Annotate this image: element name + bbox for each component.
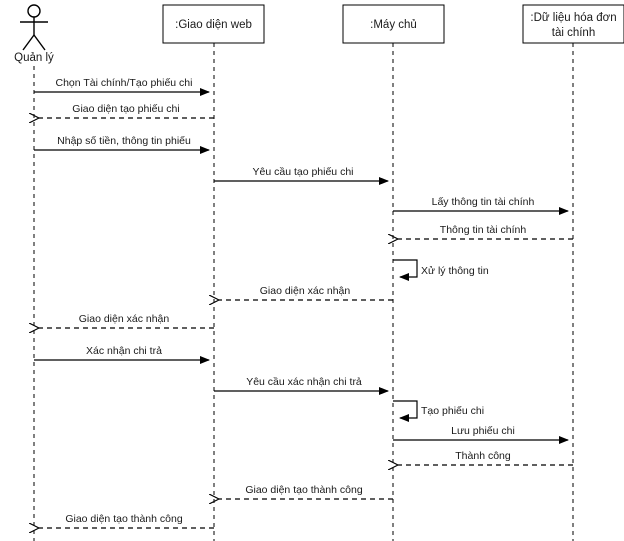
message-thong-tin-tai-chinh[interactable]: Thông tin tài chính [398,224,573,239]
message-xac-nhan-chi-tra[interactable]: Xác nhận chi trả [34,345,210,364]
message-nhap-so-tien-thong-tin-phieu[interactable]: Nhập số tiền, thông tin phiếu [34,135,210,154]
message-label: Giao diện tạo thành công [245,484,363,496]
message-label: Chọn Tài chính/Tạo phiếu chi [56,77,193,89]
self-message-xu-ly-thong-tin[interactable]: Xử lý thông tin [393,259,489,281]
message-giao-dien-xac-nhan-web-to-actor[interactable]: Giao diện xác nhận [39,313,214,328]
self-message-label: Xử lý thông tin [421,265,489,277]
message-giao-dien-xac-nhan-server-to-web[interactable]: Giao diện xác nhận [219,285,393,300]
actor-leg-right-icon [33,34,46,51]
participant-box-may-chu[interactable] [342,4,445,44]
actor-head-icon [27,4,41,18]
participant-label-du-lieu-line2: tài chính [552,27,595,39]
actor-quan-ly[interactable]: Quản lý [14,4,54,541]
message-yeu-cau-xac-nhan-chi-tra[interactable]: Yêu cầu xác nhận chi trả [214,376,389,395]
participant-label-may-chu: :Máy chủ [370,19,417,31]
message-giao-dien-tao-thanh-cong-web-to-actor[interactable]: Giao diện tạo thành công [39,513,214,528]
message-label: Thông tin tài chính [440,224,527,236]
self-message-tao-phieu-chi[interactable]: Tạo phiếu chi [393,400,484,422]
self-message-label: Tạo phiếu chi [421,405,484,417]
message-label: Xác nhận chi trả [86,345,162,357]
message-label: Lưu phiếu chi [451,425,515,437]
message-label: Nhập số tiền, thông tin phiếu [57,135,191,147]
message-lay-thong-tin-tai-chinh[interactable]: Lấy thông tin tài chính [393,196,569,215]
message-label: Giao diện xác nhận [79,313,170,325]
participant-giao-dien-web[interactable]: :Giao diện web [162,4,265,541]
participant-box-du-lieu-hoa-don-tai-chinh[interactable] [522,4,624,44]
participant-label-giao-dien-web: :Giao diện web [175,19,252,31]
actor-leg-left-icon [22,34,35,51]
self-message-loop-line [393,259,418,281]
message-giao-dien-tao-thanh-cong-server-to-web[interactable]: Giao diện tạo thành công [219,484,393,499]
message-thanh-cong[interactable]: Thành công [398,450,573,465]
participant-may-chu[interactable]: :Máy chủ [342,4,445,541]
message-label: Giao diện xác nhận [260,285,351,297]
message-label: Yêu cầu xác nhận chi trả [246,376,362,388]
message-chon-tai-chinh-tao-phieu-chi[interactable]: Chọn Tài chính/Tạo phiếu chi [34,77,210,96]
message-label: Yêu cầu tạo phiếu chi [253,166,354,178]
message-label: Giao diện tạo thành công [65,513,183,525]
message-label: Giao diện tạo phiếu chi [72,103,179,115]
participant-label-du-lieu-line1: :Dữ liệu hóa đơn [530,12,616,24]
message-luu-phieu-chi[interactable]: Lưu phiếu chi [393,425,569,444]
message-giao-dien-tao-phieu-chi[interactable]: Giao diện tạo phiếu chi [39,103,214,118]
message-yeu-cau-tao-phieu-chi[interactable]: Yêu cầu tạo phiếu chi [214,166,389,185]
participant-box-giao-dien-web[interactable] [162,4,265,44]
message-label: Lấy thông tin tài chính [432,196,535,208]
participant-du-lieu-hoa-don-tai-chinh[interactable]: :Dữ liệu hóa đơn tài chính [522,4,624,541]
actor-label: Quản lý [14,52,54,64]
self-message-loop-line [393,400,418,422]
message-label: Thành công [455,450,511,462]
